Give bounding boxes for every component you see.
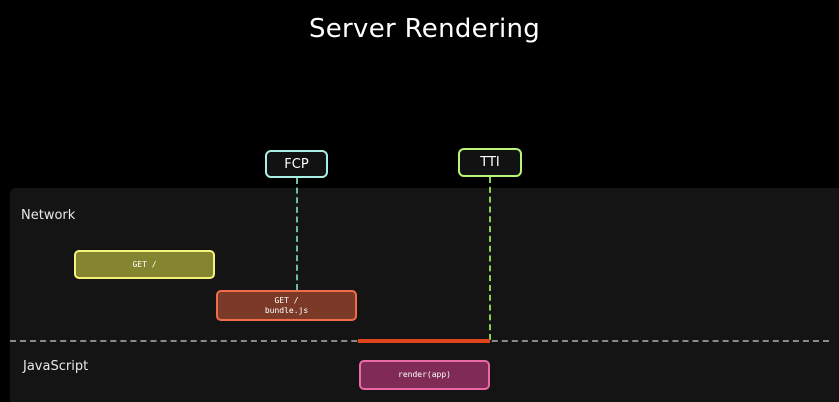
- tti-marker-line: [489, 177, 491, 340]
- get-root-request: GET /: [74, 250, 215, 279]
- render-app-task: render(app): [359, 360, 490, 390]
- get-bundle-label-line2: bundle.js: [264, 305, 309, 315]
- main-thread-blocking-bar: [358, 339, 490, 343]
- get-bundle-request: GET / bundle.js: [216, 290, 357, 321]
- tti-marker: TTI: [458, 148, 522, 177]
- fcp-marker: FCP: [265, 150, 328, 178]
- network-section-label: Network: [21, 208, 76, 223]
- javascript-section-label: JavaScript: [23, 359, 89, 374]
- fcp-marker-label: FCP: [284, 156, 309, 172]
- get-root-label: GET /: [132, 259, 157, 269]
- tti-marker-label: TTI: [480, 155, 500, 170]
- fcp-marker-line: [296, 178, 298, 290]
- diagram-title: Server Rendering: [308, 14, 541, 44]
- get-bundle-label-line1: GET /: [274, 295, 299, 305]
- render-app-label: render(app): [398, 370, 451, 379]
